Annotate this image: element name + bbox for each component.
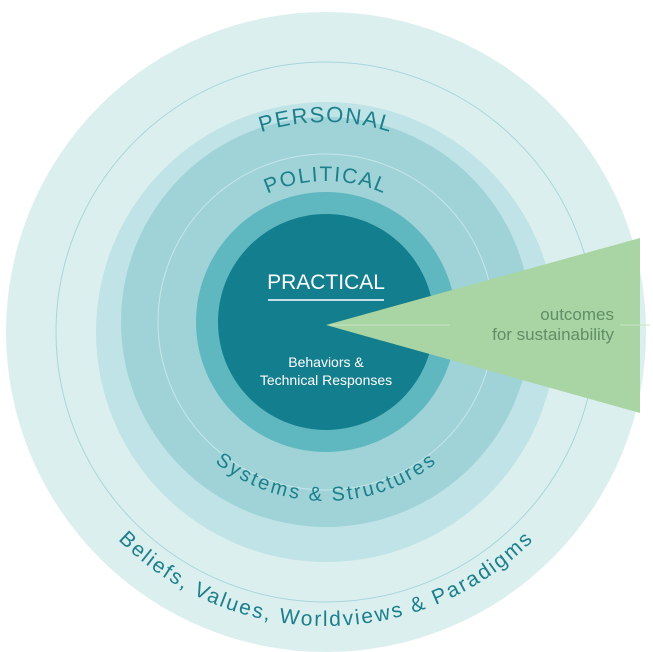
wedge-label-line2: for sustainability: [492, 325, 614, 344]
practical-title: PRACTICAL: [267, 271, 385, 294]
wedge-label-line1: outcomes: [540, 305, 614, 324]
outcomes-wedge: [326, 238, 640, 413]
ring-practical-core: [218, 214, 434, 430]
practical-subtitle-line1: Behaviors &: [288, 354, 364, 370]
practical-subtitle-line2: Technical Responses: [260, 372, 392, 388]
